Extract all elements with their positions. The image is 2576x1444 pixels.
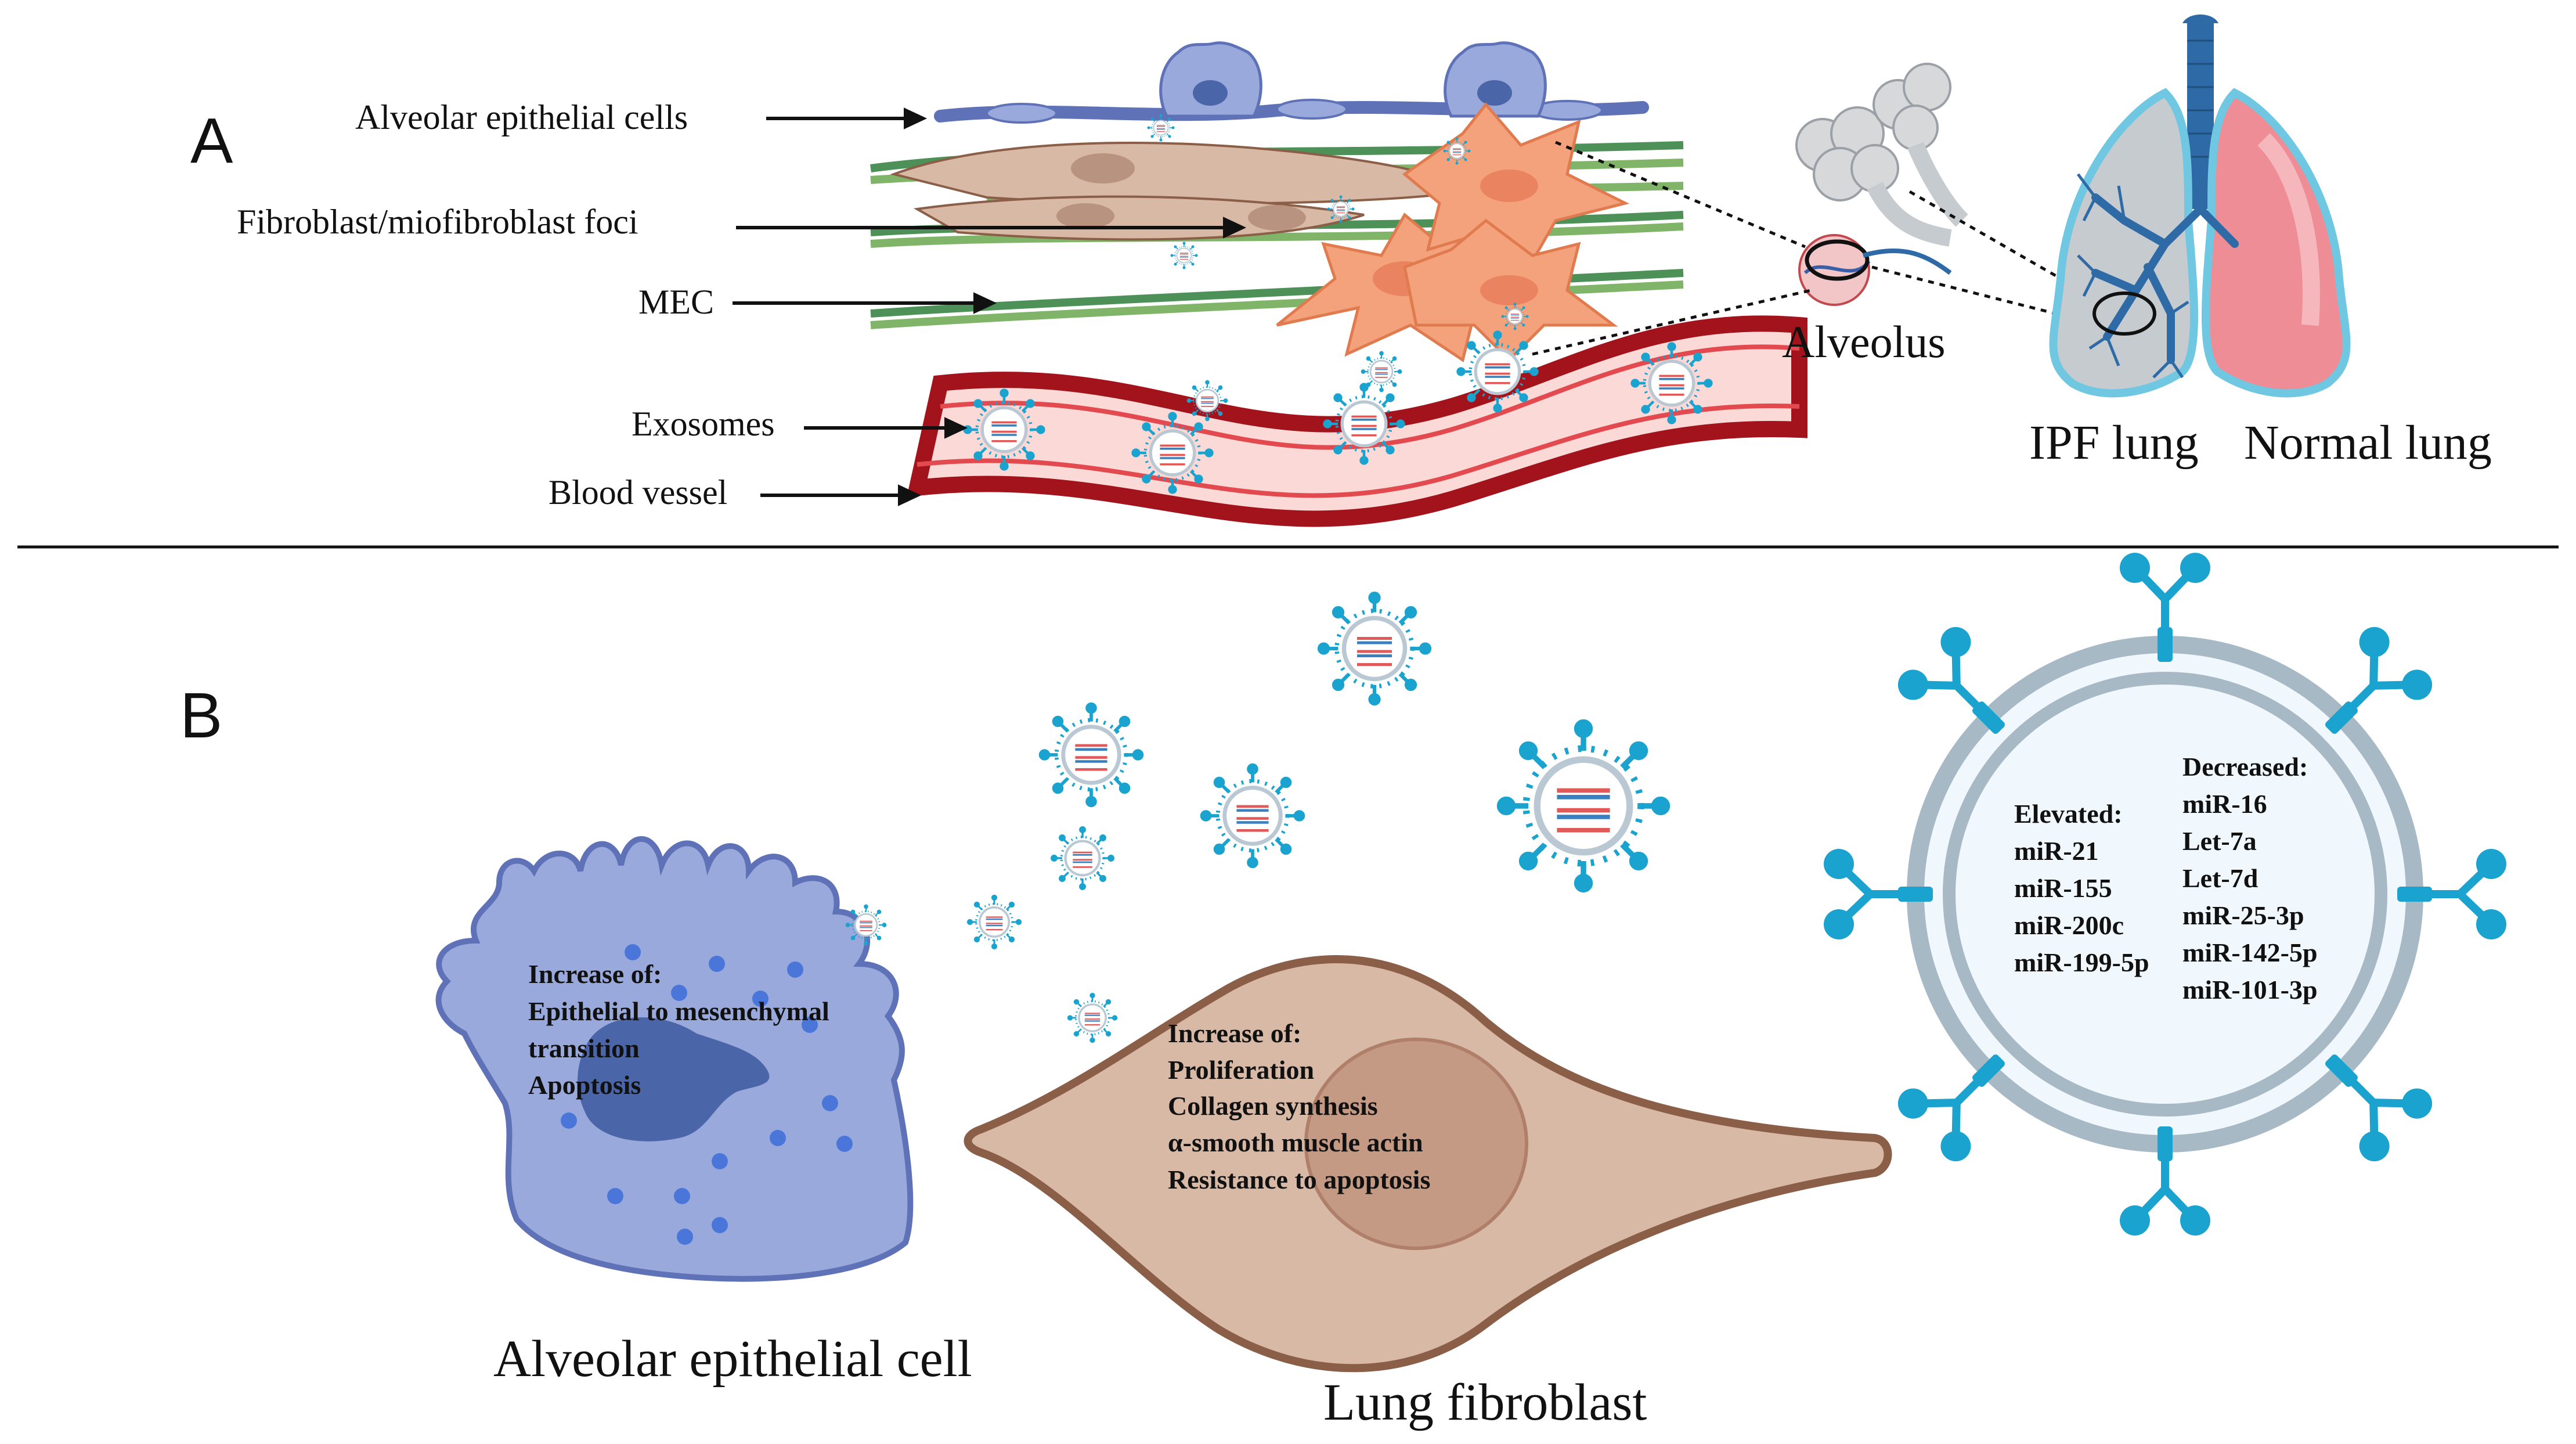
fibroblast-line-1: Increase of: [1168,1018,1301,1048]
panel-b: B Increase of: Epithelial to mesenchymal… [180,553,2506,1431]
ipf-lung-shape [2049,88,2198,398]
decreased-line-4: Let-7d [2182,863,2258,893]
exosome-icon [1319,593,1430,704]
exosome-icon [1186,380,1228,422]
label-mec: MEC [638,283,714,321]
exosome-icon [1501,303,1529,330]
exosome-icon [1443,137,1471,165]
alveolar-epithelial-cell: Increase of: Epithelial to mesenchymal t… [435,836,972,1388]
lung-fibroblast: Increase of: Proliferation Collagen synt… [964,955,1892,1431]
alveolar-epithelium [934,41,1649,124]
fibroblast-line-5: Resistance to apoptosis [1168,1165,1430,1194]
exosome-icon [1361,351,1402,392]
exosome-icon [1327,195,1355,223]
large-exosome: Elevated: miR-21 miR-155 miR-200c miR-19… [1824,553,2506,1236]
label-normal-lung: Normal lung [2244,416,2492,470]
exosome-icon [1325,384,1404,464]
fibroblast-line-2: Proliferation [1168,1055,1314,1085]
exosome-icon [1632,344,1712,423]
decreased-line-1: Decreased: [2182,752,2308,782]
exosome-icon [1067,992,1118,1043]
exosome-icon [966,894,1022,950]
panel-a: A [190,15,2492,527]
label-fibroblast-foci: Fibroblast/miofibroblast foci [237,203,638,241]
exosome-icon [1458,332,1538,412]
blood-vessel [907,315,1807,527]
epithelial-line-4: Apoptosis [528,1070,641,1100]
elevated-line-3: miR-155 [2014,873,2112,903]
lungs [2049,15,2351,398]
epithelial-line-2: Epithelial to mesenchymal [528,996,829,1026]
epithelial-cell-type2-right [1444,41,1547,118]
epithelial-cell-type2-left [1159,41,1262,118]
fibroblast-nucleus [1304,1038,1528,1250]
exosome-icon [965,390,1044,470]
label-exosomes: Exosomes [632,405,775,443]
epithelial-cell-caption: Alveolar epithelial cell [493,1330,972,1388]
label-blood-vessel: Blood vessel [549,473,727,512]
elevated-line-1: Elevated: [2014,799,2123,829]
exosome-icon [1500,722,1668,890]
label-alveolus: Alveolus [1782,316,1946,367]
elevated-line-4: miR-200c [2014,910,2124,940]
panel-a-letter: A [190,105,233,177]
zoom-connectors [1532,141,2102,356]
epithelial-nucleus [578,1017,770,1141]
decreased-line-7: miR-101-3p [2182,975,2318,1004]
label-arrows [733,107,1247,506]
exosome-icon [1041,704,1142,806]
label-ipf-lung: IPF lung [2029,416,2199,470]
fibroblast-line-3: Collagen synthesis [1168,1091,1378,1121]
exosome-icon [1052,827,1113,889]
epithelial-granules [561,944,853,1245]
epithelial-line-3: transition [528,1034,640,1063]
decreased-line-5: miR-25-3p [2182,901,2304,930]
elevated-line-5: miR-199-5p [2014,948,2149,977]
decreased-line-3: Let-7a [2182,826,2257,856]
exosome-icon [845,904,887,946]
exosome-icon [1202,765,1304,867]
fibroblast-line-4: α-smooth muscle actin [1168,1128,1423,1157]
alveolus [1795,63,1968,306]
normal-lung-shape [2202,88,2351,398]
elevated-line-2: miR-21 [2014,836,2099,866]
exosome-icon [1147,114,1175,142]
epithelial-line-1: Increase of: [528,959,662,989]
decreased-line-2: miR-16 [2182,789,2267,819]
fibroblast-caption: Lung fibroblast [1323,1374,1647,1431]
label-alveolar-epithelial-cells: Alveolar epithelial cells [355,98,688,136]
exosome-icon [1170,242,1198,269]
exosome-icon [1133,413,1213,493]
panel-b-letter: B [180,680,222,751]
decreased-line-6: miR-142-5p [2182,938,2318,967]
